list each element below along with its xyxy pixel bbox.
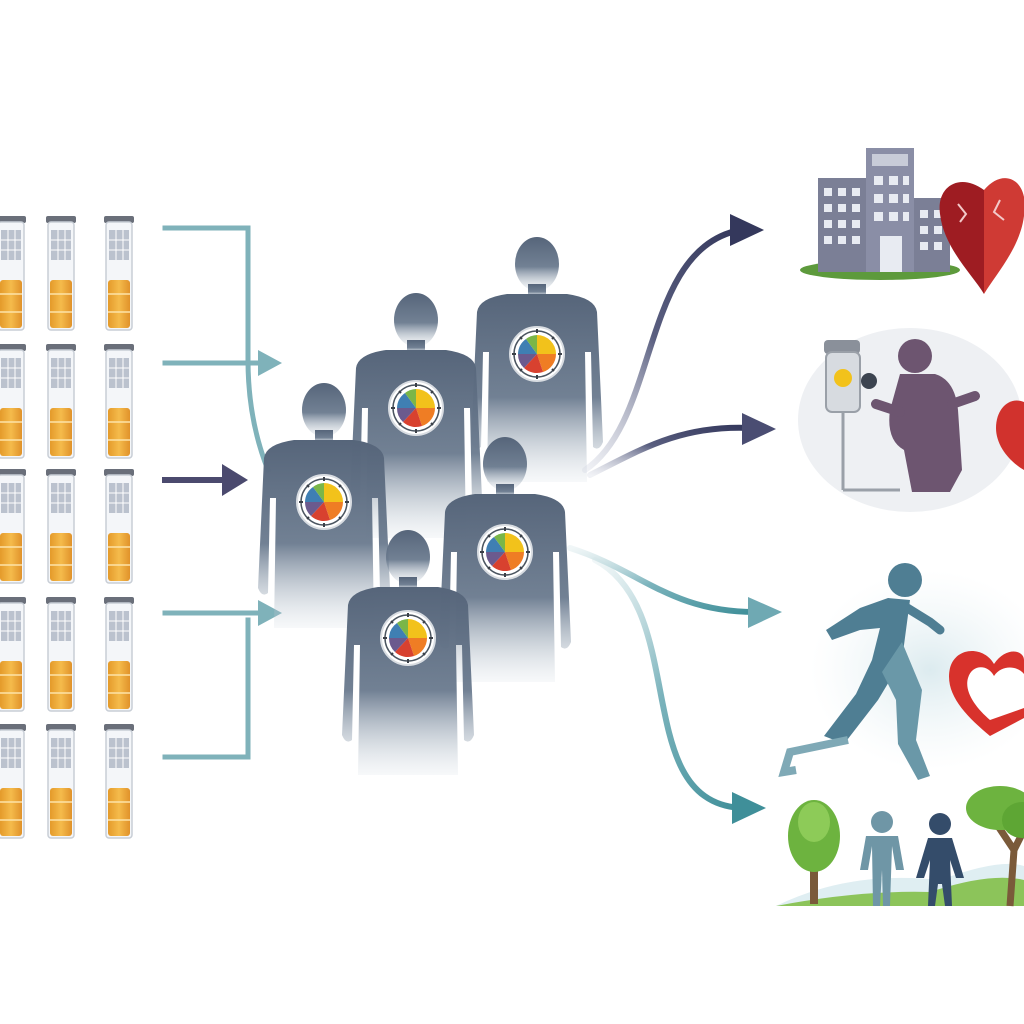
arrowhead-icon xyxy=(222,464,248,496)
data-record-row-1 xyxy=(0,215,135,331)
arrowhead-icon xyxy=(732,792,766,824)
outcome-arrow-3 xyxy=(567,545,758,615)
output-arrows xyxy=(567,214,782,824)
data-record-container-icon xyxy=(0,215,27,331)
data-record-container-icon xyxy=(45,215,77,331)
data-record-container-icon xyxy=(0,596,27,712)
park-family-icon xyxy=(860,811,964,906)
data-record-container-icon xyxy=(0,343,27,459)
health-gauge-icon xyxy=(509,326,565,382)
data-record-container-icon xyxy=(45,596,77,712)
patient-in-pain-icon xyxy=(861,339,980,492)
data-records-column xyxy=(0,215,135,839)
outcome-hospital xyxy=(800,148,1024,294)
data-record-row-3 xyxy=(0,468,135,584)
outcome-arrow-4 xyxy=(592,557,743,811)
arrowhead-icon xyxy=(748,597,782,628)
data-record-container-icon xyxy=(103,343,135,459)
arrowhead-icon xyxy=(258,350,282,376)
outcome-arrow-2 xyxy=(587,424,753,478)
data-record-container-icon xyxy=(0,723,27,839)
tree-icon xyxy=(966,786,1024,907)
health-gauge-icon xyxy=(296,474,352,530)
outcome-arrow-1 xyxy=(582,227,743,473)
outcome-treatment xyxy=(798,328,1024,512)
data-record-container-icon xyxy=(45,468,77,584)
hospital-building-icon xyxy=(800,148,960,280)
data-record-container-icon xyxy=(45,343,77,459)
data-record-container-icon xyxy=(103,596,135,712)
data-record-row-4 xyxy=(0,596,135,712)
data-record-container-icon xyxy=(103,215,135,331)
arrowhead-icon xyxy=(258,600,282,626)
data-record-container-icon xyxy=(45,723,77,839)
running-person-icon xyxy=(778,563,945,780)
data-record-container-icon xyxy=(103,723,135,839)
arrowhead-icon xyxy=(742,413,776,445)
input-connectors xyxy=(162,225,282,760)
diseased-heart-icon xyxy=(939,178,1024,294)
healthy-heart-icon xyxy=(949,650,1024,736)
data-record-row-5 xyxy=(0,723,135,839)
health-gauge-icon xyxy=(477,524,533,580)
outcome-community-wellbeing xyxy=(776,786,1024,907)
iv-drip-icon xyxy=(824,340,900,492)
outcome-active-lifestyle xyxy=(778,563,1024,780)
health-gauge-icon xyxy=(388,380,444,436)
data-record-container-icon xyxy=(0,468,27,584)
data-record-row-2 xyxy=(0,343,135,459)
connector-row-5 xyxy=(162,617,251,760)
tree-icon xyxy=(788,800,840,904)
connector-row-1 xyxy=(162,225,251,363)
arrowhead-icon xyxy=(730,214,764,246)
data-record-container-icon xyxy=(103,468,135,584)
health-gauge-icon xyxy=(380,610,436,666)
heart-organ-icon xyxy=(996,400,1024,470)
